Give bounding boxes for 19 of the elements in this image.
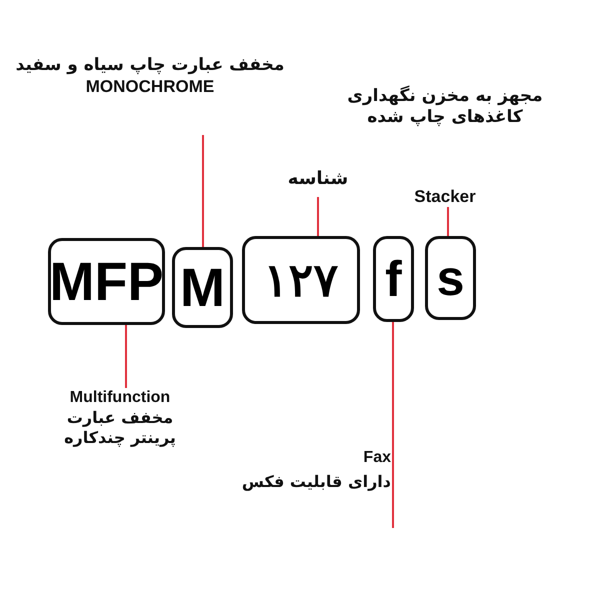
code-letter-box: M <box>172 247 233 328</box>
label-text: Multifunction <box>70 388 170 408</box>
leader-line <box>392 322 394 528</box>
code-letter-box: MFP <box>48 238 165 325</box>
label-text: مجهز به مخزن نگهداری کاغذهای چاپ شده <box>346 86 544 128</box>
label-text: مخفف عبارت چاپ سیاه و سفید <box>16 55 284 76</box>
leader-line <box>125 325 127 388</box>
label-text: مخفف عبارت پرینتر چندکاره <box>63 408 177 448</box>
code-letter-box: s <box>425 236 476 320</box>
label-text: شناسه <box>288 168 348 190</box>
leader-line <box>447 207 449 236</box>
label-text: Fax <box>363 448 391 468</box>
label-text: Stacker <box>414 186 476 207</box>
code-letter-box: f <box>373 236 414 322</box>
leader-line <box>202 135 204 247</box>
label-text: MONOCHROME <box>86 76 214 98</box>
leader-line <box>317 197 319 236</box>
label-text: دارای قابلیت فکس <box>242 472 391 492</box>
code-letter-box: ۱۲۷ <box>242 236 360 324</box>
